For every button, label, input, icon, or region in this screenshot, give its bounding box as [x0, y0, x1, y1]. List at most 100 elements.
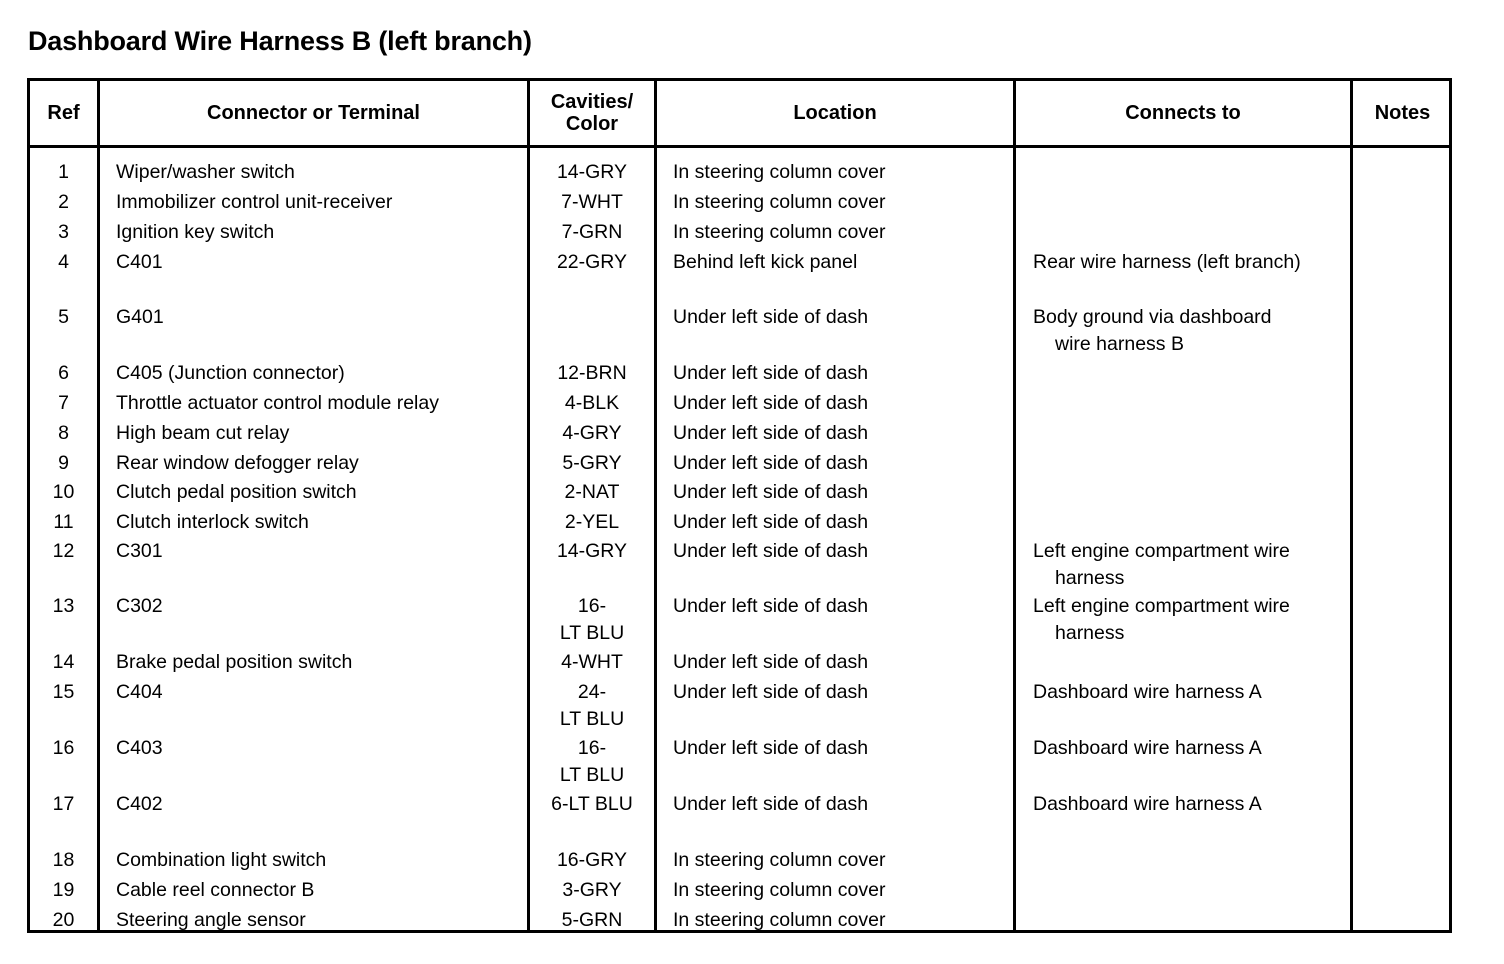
column-header-ref: Ref: [47, 101, 80, 124]
cell-ref: 1: [58, 161, 69, 183]
cell-connector: Combination light switch: [116, 849, 327, 871]
cell-connector: C403: [116, 737, 163, 759]
cell-ref: 19: [52, 879, 75, 901]
header-bottom-rule: [30, 145, 1449, 148]
cell-connects: Body ground via dashboard wire harness B: [1033, 304, 1350, 358]
cell-ref: 16: [52, 737, 75, 759]
cell-connects-line2: harness: [1055, 622, 1125, 644]
column-divider-cavities: [654, 81, 657, 930]
cell-cavities: 3-GRY: [562, 879, 622, 901]
cell-connects-line2: harness: [1055, 567, 1125, 589]
cell-cavities: 16- LT BLU: [559, 595, 625, 644]
cell-ref: 7: [58, 392, 69, 414]
cell-cavities: 6-LT BLU: [551, 793, 633, 815]
cell-cavities: 5-GRN: [561, 909, 623, 931]
wire-harness-table: Ref Connector or Terminal Cavities/ Colo…: [27, 78, 1452, 933]
cell-ref: 11: [53, 511, 74, 533]
cell-connector: C302: [116, 595, 163, 617]
cell-cavities: 4-BLK: [564, 392, 620, 414]
cell-location: Under left side of dash: [673, 651, 869, 673]
cell-ref: 15: [52, 681, 75, 703]
cell-connector: Throttle actuator control module relay: [116, 392, 439, 414]
cell-location: In steering column cover: [673, 221, 886, 243]
cell-connector: C404: [116, 681, 163, 703]
cell-cavities: 7-GRN: [561, 221, 623, 243]
column-header-notes: Notes: [1374, 101, 1431, 124]
column-header-connector: Connector or Terminal: [207, 101, 420, 124]
cell-location: Under left side of dash: [673, 737, 869, 759]
cell-ref: 4: [58, 251, 69, 273]
cell-connects: Dashboard wire harness A: [1033, 737, 1262, 759]
cell-ref: 17: [52, 793, 75, 815]
column-divider-connects: [1350, 81, 1353, 930]
cell-cavities: 14-GRY: [556, 161, 628, 183]
cell-cavities: 22-GRY: [556, 251, 628, 273]
cell-location: In steering column cover: [673, 849, 886, 871]
cell-ref: 10: [52, 481, 75, 503]
cell-connects-line1: Body ground via dashboard: [1033, 306, 1272, 328]
cell-connector: C405 (Junction connector): [116, 362, 345, 384]
cell-location: Under left side of dash: [673, 511, 869, 533]
cell-location: Under left side of dash: [673, 392, 869, 414]
cell-ref: 3: [58, 221, 69, 243]
cell-location: In steering column cover: [673, 909, 886, 931]
cell-connects-line1: Left engine compartment wire: [1033, 540, 1290, 562]
cell-location: Under left side of dash: [673, 362, 869, 384]
cell-connects: Left engine compartment wire harness: [1033, 593, 1350, 647]
cell-cavities: 24- LT BLU: [559, 681, 625, 730]
column-header-connects: Connects to: [1125, 101, 1241, 124]
column-header-location: Location: [793, 101, 877, 124]
cell-ref: 2: [58, 191, 69, 213]
column-header-cavities: Cavities/ Color: [530, 81, 654, 145]
cell-ref: 14: [52, 651, 75, 673]
cell-ref: 20: [52, 909, 75, 931]
cell-connects-line1: Left engine compartment wire: [1033, 595, 1290, 617]
column-divider-ref: [97, 81, 100, 930]
cell-location: Under left side of dash: [673, 306, 869, 328]
cell-cavities: 2-YEL: [564, 511, 620, 533]
cell-connector: Clutch interlock switch: [116, 511, 309, 533]
cell-location: Under left side of dash: [673, 422, 869, 444]
cell-connects-line2: wire harness B: [1055, 333, 1184, 355]
cell-connects: Rear wire harness (left branch): [1033, 251, 1301, 273]
cell-connector: C402: [116, 793, 163, 815]
column-divider-connector: [527, 81, 530, 930]
cell-connector: Steering angle sensor: [116, 909, 306, 931]
cell-ref: 18: [52, 849, 75, 871]
cell-connector: G401: [116, 306, 164, 328]
cell-cavities: 16- LT BLU: [559, 737, 625, 786]
cell-location: In steering column cover: [673, 161, 886, 183]
cell-location: In steering column cover: [673, 191, 886, 213]
cell-location: In steering column cover: [673, 879, 886, 901]
column-divider-location: [1013, 81, 1016, 930]
cell-connects: Left engine compartment wire harness: [1033, 538, 1350, 592]
cell-location: Under left side of dash: [673, 540, 869, 562]
cell-connector: C301: [116, 540, 163, 562]
cell-cavities: 4-WHT: [561, 651, 623, 673]
cell-connector: Immobilizer control unit-receiver: [116, 191, 393, 213]
cell-cavities: 5-GRY: [562, 452, 622, 474]
cell-location: Under left side of dash: [673, 681, 869, 703]
cell-cavities: 16-GRY: [556, 849, 628, 871]
cell-connector: High beam cut relay: [116, 422, 290, 444]
cell-ref: 12: [52, 540, 75, 562]
page-title: Dashboard Wire Harness B (left branch): [28, 26, 532, 56]
cell-ref: 8: [58, 422, 69, 444]
cell-connector: Cable reel connector B: [116, 879, 315, 901]
cell-ref: 13: [52, 595, 75, 617]
cell-location: Under left side of dash: [673, 793, 869, 815]
cell-location: Under left side of dash: [673, 481, 869, 503]
cell-location: Under left side of dash: [673, 452, 869, 474]
cell-cavities: 7-WHT: [561, 191, 623, 213]
cell-connector: Wiper/washer switch: [116, 161, 295, 183]
cell-connector: Clutch pedal position switch: [116, 481, 357, 503]
cell-connector: Ignition key switch: [116, 221, 275, 243]
cell-cavities: 12-BRN: [557, 362, 627, 384]
cell-ref: 6: [58, 362, 69, 384]
cell-cavities: 2-NAT: [564, 481, 620, 503]
cell-connects: Dashboard wire harness A: [1033, 793, 1262, 815]
cell-connector: Brake pedal position switch: [116, 651, 353, 673]
cell-connector: Rear window defogger relay: [116, 452, 359, 474]
cell-location: Behind left kick panel: [673, 251, 858, 273]
cell-location: Under left side of dash: [673, 595, 869, 617]
